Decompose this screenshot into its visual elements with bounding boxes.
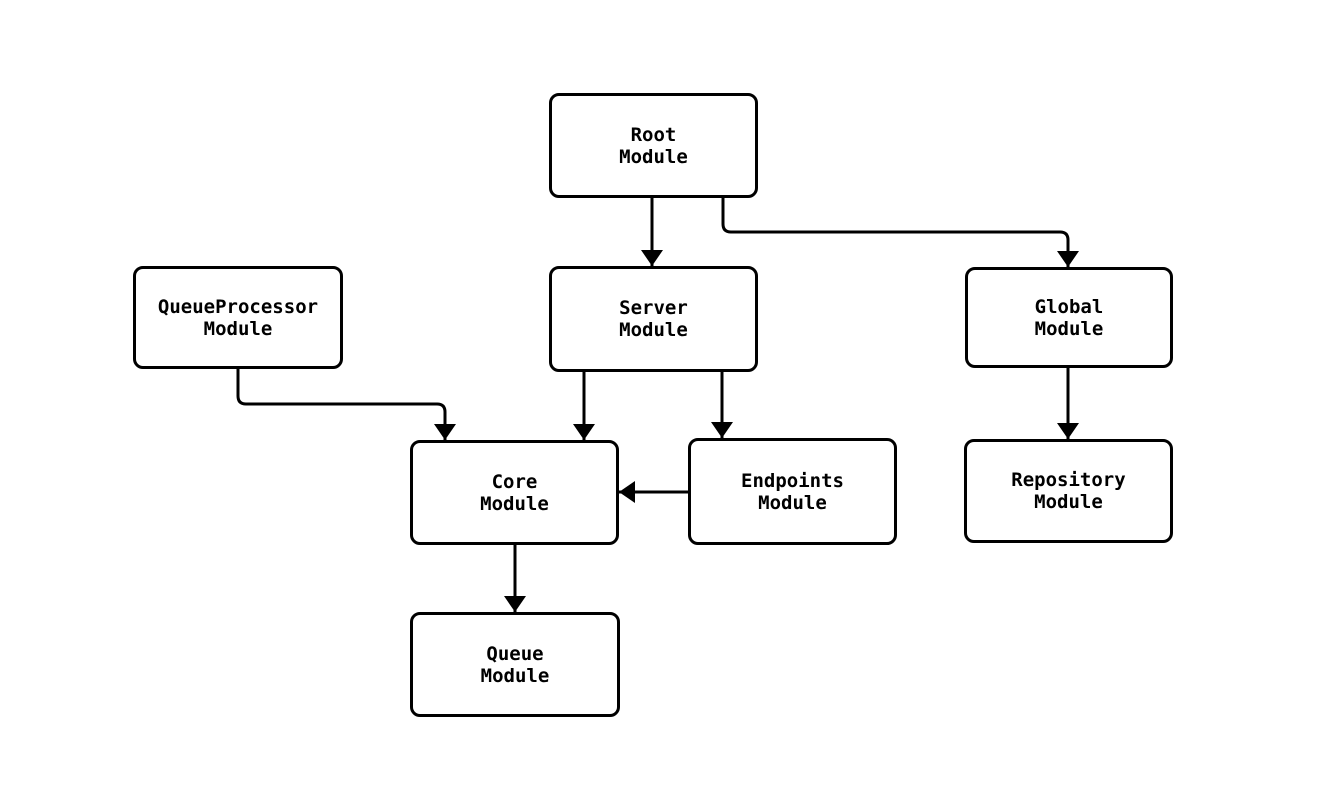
node-repository-module: Repository Module <box>964 439 1173 543</box>
node-queue-module: Queue Module <box>410 612 620 717</box>
node-global-module: Global Module <box>965 267 1173 368</box>
edge-root-module-to-global-module <box>721 198 1079 267</box>
node-root-module: Root Module <box>549 93 758 198</box>
node-queueprocessor-module-label: QueueProcessor Module <box>157 295 319 340</box>
node-root-module-label: Root Module <box>619 123 688 168</box>
edge-queueprocessor-module-to-core-module <box>236 369 456 440</box>
node-endpoints-module: Endpoints Module <box>688 438 897 545</box>
node-server-module: Server Module <box>549 266 758 372</box>
node-core-module-label: Core Module <box>480 470 549 515</box>
node-endpoints-module-label: Endpoints Module <box>741 469 844 514</box>
node-queueprocessor-module: QueueProcessor Module <box>133 266 343 369</box>
node-queue-module-label: Queue Module <box>480 642 550 687</box>
node-server-module-label: Server Module <box>619 297 688 341</box>
node-global-module-label: Global Module <box>1034 295 1104 340</box>
node-core-module: Core Module <box>410 440 619 545</box>
node-repository-module-label: Repository Module <box>1011 469 1126 513</box>
